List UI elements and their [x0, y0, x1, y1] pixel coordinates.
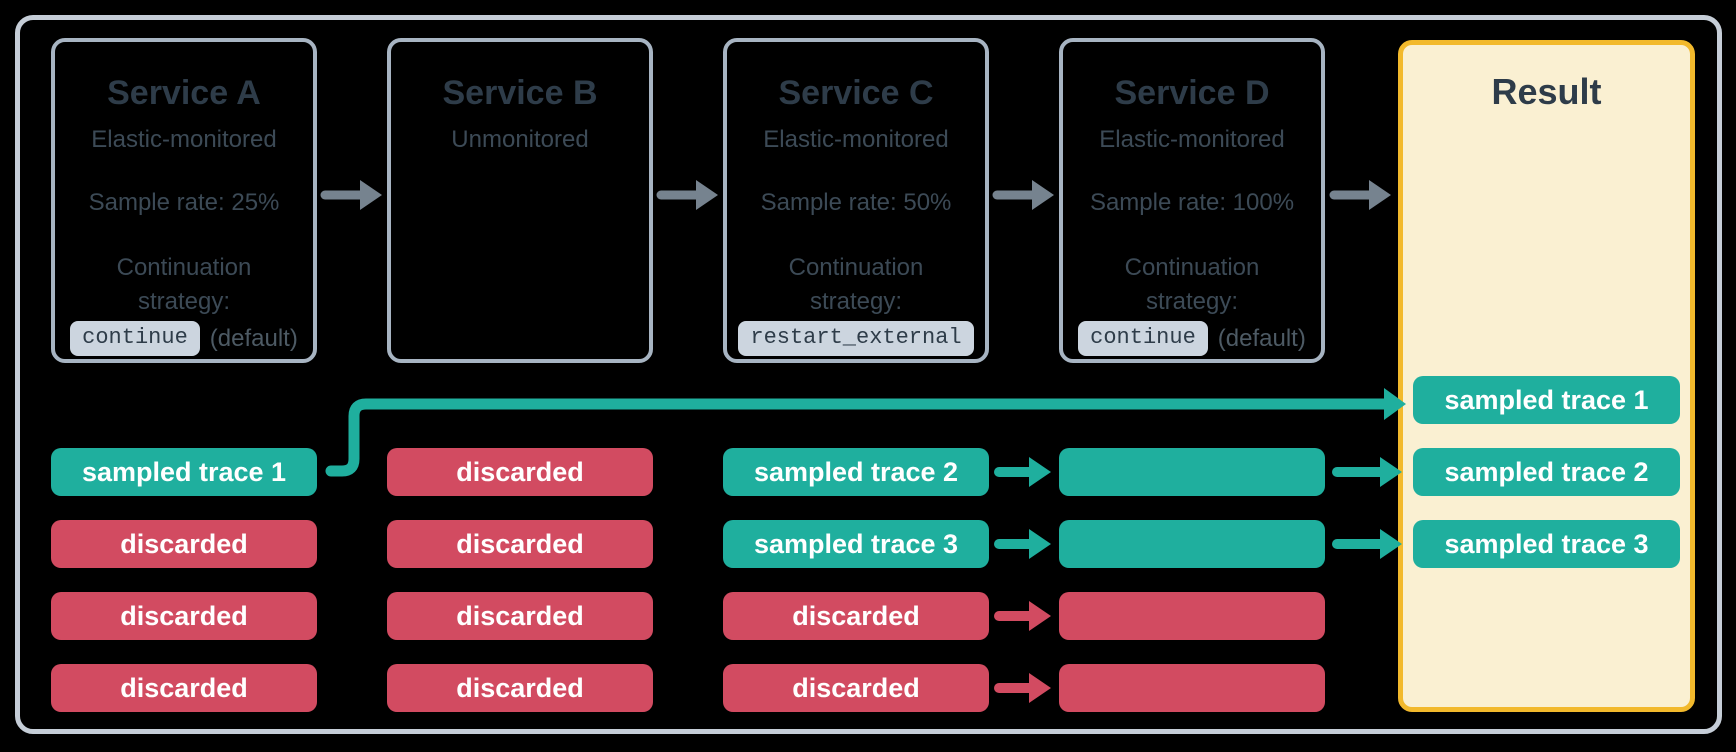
trace-label: sampled trace 2 — [753, 456, 959, 487]
service-c-trace-1: sampled trace 2 — [723, 448, 989, 496]
trace-label: discarded — [120, 600, 248, 631]
service-d-box: Service D Elastic-monitored Sample rate:… — [1059, 38, 1325, 363]
service-d-continuation: Continuation strategy: continue (default… — [1063, 251, 1321, 356]
service-c-box: Service C Elastic-monitored Sample rate:… — [723, 38, 989, 363]
trace-label: sampled trace 2 — [1444, 456, 1649, 487]
strategy-chip-row: continue (default) — [1063, 321, 1321, 356]
service-c-monitoring: Elastic-monitored — [763, 126, 949, 153]
service-b-box: Service B Unmonitored — [387, 38, 653, 363]
trace-label: discarded — [456, 672, 584, 703]
strategy-code-chip: continue — [1078, 321, 1208, 356]
strategy-code-chip: continue — [70, 321, 200, 356]
service-c-trace-2: sampled trace 3 — [723, 520, 989, 568]
result-title: Result — [1491, 71, 1602, 112]
service-c-sample-rate: Sample rate: 50% — [760, 189, 952, 216]
service-a-continuation: Continuation strategy: continue (default… — [55, 251, 313, 356]
service-a-trace-3: discarded — [51, 592, 317, 640]
continuation-strategy-label: Continuation strategy: — [1124, 254, 1260, 315]
trace-label: discarded — [456, 528, 584, 559]
continuation-strategy-label: Continuation strategy: — [116, 254, 252, 315]
service-d-title: Service D — [1114, 74, 1270, 112]
service-b-trace-1: discarded — [387, 448, 653, 496]
service-b-title: Service B — [442, 74, 598, 112]
service-c-title: Service C — [778, 74, 934, 112]
service-a-trace-1: sampled trace 1 — [51, 448, 317, 496]
trace-label: sampled trace 3 — [1444, 528, 1649, 559]
service-d-trace-2 — [1059, 520, 1325, 568]
trace-label: sampled trace 1 — [81, 456, 287, 487]
service-d-trace-1 — [1059, 448, 1325, 496]
service-a-box: Service A Elastic-monitored Sample rate:… — [51, 38, 317, 363]
service-d-monitoring: Elastic-monitored — [1099, 126, 1285, 153]
service-a-sample-rate: Sample rate: 25% — [88, 189, 280, 216]
strategy-default-suffix: (default) — [1217, 324, 1306, 352]
result-trace-3: sampled trace 3 — [1413, 520, 1680, 568]
service-d-trace-3 — [1059, 592, 1325, 640]
service-a-trace-2: discarded — [51, 520, 317, 568]
service-d-trace-4 — [1059, 664, 1325, 712]
trace-label: discarded — [120, 672, 248, 703]
trace-label: discarded — [792, 600, 920, 631]
continuation-strategy-label: Continuation strategy: — [788, 254, 924, 315]
result-trace-1: sampled trace 1 — [1413, 376, 1680, 424]
service-c-continuation: Continuation strategy: restart_external — [727, 251, 985, 356]
strategy-code-chip: restart_external — [738, 321, 974, 356]
service-d-sample-rate: Sample rate: 100% — [1089, 189, 1295, 216]
service-b-monitoring: Unmonitored — [451, 126, 589, 153]
strategy-default-suffix: (default) — [209, 324, 298, 352]
service-b-trace-3: discarded — [387, 592, 653, 640]
trace-label: sampled trace 3 — [753, 528, 959, 559]
trace-label: discarded — [456, 600, 584, 631]
service-c-trace-3: discarded — [723, 592, 989, 640]
service-c-trace-4: discarded — [723, 664, 989, 712]
service-a-trace-4: discarded — [51, 664, 317, 712]
service-b-trace-2: discarded — [387, 520, 653, 568]
service-a-title: Service A — [107, 74, 261, 112]
trace-label: discarded — [120, 528, 248, 559]
trace-label: sampled trace 1 — [1444, 384, 1649, 415]
result-trace-2: sampled trace 2 — [1413, 448, 1680, 496]
trace-label: discarded — [456, 456, 584, 487]
outer-frame — [15, 15, 1722, 734]
service-a-monitoring: Elastic-monitored — [91, 126, 277, 153]
trace-label: discarded — [792, 672, 920, 703]
strategy-chip-row: restart_external — [727, 321, 985, 356]
strategy-chip-row: continue (default) — [55, 321, 313, 356]
service-b-trace-4: discarded — [387, 664, 653, 712]
